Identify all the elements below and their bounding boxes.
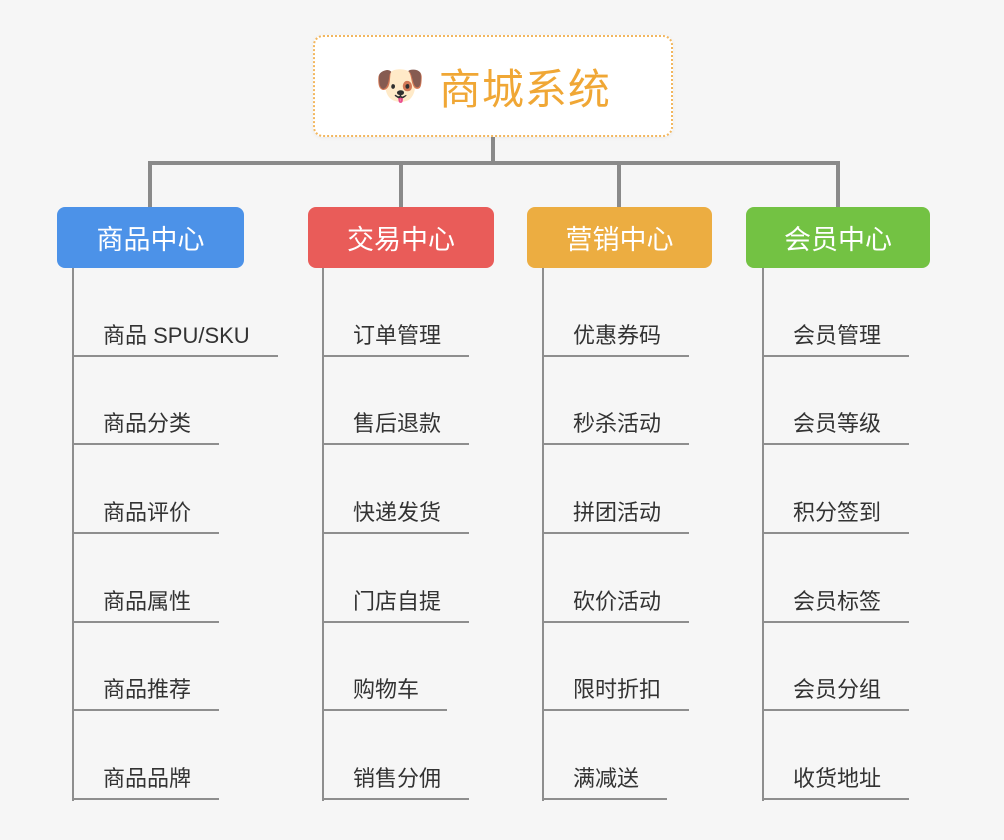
branch-node-trade-center[interactable]: 交易中心	[308, 207, 494, 268]
leaf-node-bargain-activity[interactable]: 砍价活动	[543, 534, 690, 623]
leaf-node-member-level[interactable]: 会员等级	[763, 357, 910, 446]
leaf-column-member-center: 会员管理 会员等级 积分签到 会员标签 会员分组 收货地址	[763, 268, 910, 801]
connector-stub-trade-center	[399, 165, 403, 208]
connector-trunk-product-center	[72, 268, 74, 801]
leaf-node-member-tag[interactable]: 会员标签	[763, 534, 910, 623]
leaf-node-product-spu-sku[interactable]: 商品 SPU/SKU	[73, 268, 278, 357]
leaf-column-trade-center: 订单管理 售后退款 快递发货 门店自提 购物车 销售分佣	[323, 268, 470, 801]
leaf-node-product-category[interactable]: 商品分类	[73, 357, 220, 446]
leaf-node-product-attribute[interactable]: 商品属性	[73, 534, 220, 623]
leaf-node-express-delivery[interactable]: 快递发货	[323, 445, 470, 535]
leaf-node-points-checkin[interactable]: 积分签到	[763, 445, 910, 535]
leaf-node-group-buy[interactable]: 拼团活动	[543, 445, 690, 535]
leaf-node-shopping-cart[interactable]: 购物车	[323, 623, 448, 712]
leaf-node-sales-commission[interactable]: 销售分佣	[323, 711, 470, 801]
leaf-node-after-sale-refund[interactable]: 售后退款	[323, 357, 470, 446]
leaf-node-member-management[interactable]: 会员管理	[763, 268, 910, 357]
connector-trunk-trade-center	[322, 268, 324, 801]
leaf-column-marketing-center: 优惠券码 秒杀活动 拼团活动 砍价活动 限时折扣 满减送	[543, 268, 690, 801]
leaf-node-shipping-address[interactable]: 收货地址	[763, 711, 910, 801]
branch-node-product-center[interactable]: 商品中心	[57, 207, 244, 268]
leaf-node-store-pickup[interactable]: 门店自提	[323, 534, 470, 623]
connector-stub-member-center	[836, 165, 840, 208]
root-node-mall-system[interactable]: 🐶 商城系统	[313, 35, 673, 137]
leaf-node-flash-sale[interactable]: 秒杀活动	[543, 357, 690, 446]
leaf-node-order-management[interactable]: 订单管理	[323, 268, 470, 357]
connector-stub-marketing-center	[617, 165, 621, 208]
leaf-column-product-center: 商品 SPU/SKU 商品分类 商品评价 商品属性 商品推荐 商品品牌	[73, 268, 278, 801]
branch-node-member-center[interactable]: 会员中心	[746, 207, 930, 268]
leaf-node-coupon-code[interactable]: 优惠券码	[543, 268, 690, 357]
leaf-node-limited-time-discount[interactable]: 限时折扣	[543, 623, 690, 712]
root-node-label: 商城系统	[438, 65, 611, 113]
connector-trunk-marketing-center	[542, 268, 544, 801]
leaf-node-member-group[interactable]: 会员分组	[763, 623, 910, 712]
connector-stub-product-center	[148, 165, 152, 208]
leaf-node-product-recommend[interactable]: 商品推荐	[73, 623, 220, 712]
branch-node-marketing-center[interactable]: 营销中心	[527, 207, 712, 268]
leaf-node-full-reduction[interactable]: 满减送	[543, 711, 668, 801]
dog-face-icon: 🐶	[375, 64, 425, 108]
leaf-node-product-brand[interactable]: 商品品牌	[73, 711, 220, 801]
connector-trunk-member-center	[762, 268, 764, 801]
leaf-node-product-review[interactable]: 商品评价	[73, 445, 220, 535]
connector-horizontal-bar	[148, 161, 840, 165]
connector-root-trunk	[491, 136, 495, 163]
